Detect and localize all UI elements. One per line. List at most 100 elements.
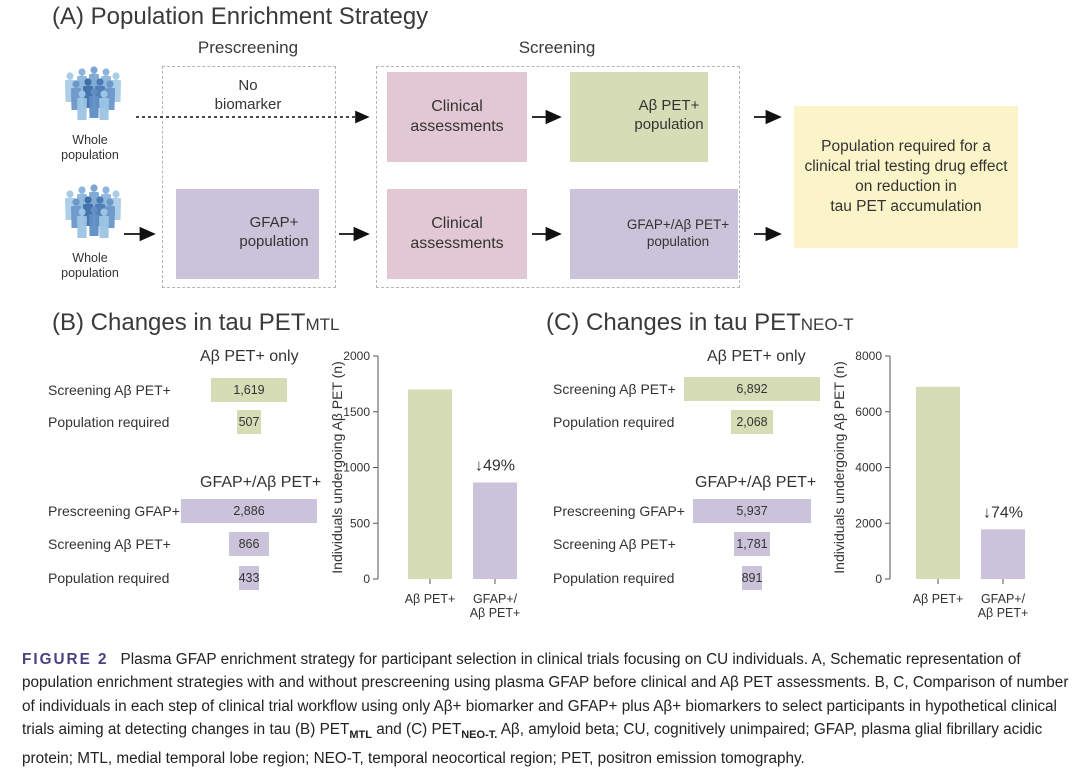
- people-group-icon: [65, 66, 121, 120]
- panel-b-title-main: (B) Changes in tau PET: [52, 309, 306, 336]
- clinical-assessments-label: Clinical assessments: [410, 98, 504, 135]
- x-tick-label: Aβ PET+: [470, 606, 521, 620]
- person-head: [100, 90, 108, 98]
- person-head: [84, 196, 92, 204]
- panel-c-title: (C) Changes in tau PETNEO-T: [546, 309, 854, 337]
- caption-text: Plasma GFAP enrichment strategy for part…: [22, 651, 1069, 738]
- person-body: [99, 97, 109, 120]
- person-body: [89, 95, 99, 118]
- person-head: [106, 80, 114, 88]
- gfap-abeta-header: GFAP+/Aβ PET+: [695, 474, 817, 491]
- reduction-annotation: ↓74%: [983, 504, 1023, 521]
- person-head: [90, 206, 98, 214]
- screening-header: Screening: [518, 38, 596, 57]
- y-tick-label: 0: [875, 572, 882, 586]
- caption-text: and (C) PET: [371, 720, 462, 738]
- abeta-pet-population-box: Aβ PET+ population: [570, 72, 708, 162]
- funnel-row-label: Population required: [553, 414, 675, 430]
- person-head: [90, 184, 98, 192]
- y-axis-label: Individuals undergoing Aβ PET (n): [330, 361, 345, 573]
- figure-label: FIGURE 2: [22, 651, 109, 668]
- panel-b-title: (B) Changes in tau PETMTL: [52, 309, 339, 337]
- funnel-bar: 866: [228, 532, 270, 556]
- panel-b-title-sub: MTL: [305, 315, 340, 334]
- panel-c-title-sub: NEO-T: [800, 315, 854, 334]
- person-head: [78, 186, 86, 194]
- clinical-assessments-box: Clinical assessments: [387, 189, 527, 279]
- whole-population-label: Whole population: [61, 133, 119, 162]
- person-body: [89, 213, 99, 236]
- person-head: [78, 68, 86, 76]
- person-head: [106, 198, 114, 206]
- person-body: [77, 97, 87, 120]
- caption-text: Aβ, amyloid beta; CU, cognitively unimpa…: [22, 720, 1043, 768]
- person-head: [72, 80, 80, 88]
- y-axis-label: Individuals undergoing Aβ PET (n): [832, 361, 847, 573]
- prescreening-header: Prescreening: [197, 38, 299, 57]
- person-head: [100, 208, 108, 216]
- chart-bar: [916, 386, 960, 579]
- result-label: Population required for a clinical trial…: [804, 138, 1008, 215]
- funnel-bar: 433: [239, 566, 259, 590]
- y-tick-label: 1000: [343, 461, 370, 475]
- funnel-bar: 6,892: [683, 377, 821, 401]
- screening-frame: [376, 66, 740, 288]
- x-tick-label: Aβ PET+: [978, 606, 1029, 620]
- funnel-bar: 5,937: [693, 499, 811, 523]
- y-tick-label: 0: [363, 572, 370, 586]
- funnel-bar: 2,068: [731, 410, 773, 434]
- y-tick-label: 4000: [855, 461, 882, 475]
- person-head: [78, 208, 86, 216]
- person-head: [66, 72, 74, 80]
- abeta-only-header: Aβ PET+ only: [200, 348, 299, 365]
- gfap-population-label: GFAP+ population: [239, 214, 309, 250]
- prescreening-frame: [162, 66, 336, 288]
- people-group-icon: [65, 184, 121, 238]
- person-head: [102, 68, 110, 76]
- chart-bar: [473, 482, 517, 579]
- person-head: [84, 78, 92, 86]
- person-head: [78, 90, 86, 98]
- person-head: [72, 198, 80, 206]
- person-head: [112, 72, 120, 80]
- y-tick-label: 2000: [855, 516, 882, 530]
- whole-population-label: Whole population: [61, 251, 119, 280]
- chart-bar: [981, 529, 1025, 579]
- panel-a-title: (A) Population Enrichment Strategy: [52, 3, 429, 30]
- funnel-bar: 2,886: [181, 499, 317, 523]
- reduction-annotation: ↓49%: [475, 457, 515, 474]
- funnel-bar: 891: [742, 566, 762, 590]
- y-tick-label: 8000: [855, 349, 882, 363]
- funnel-row-label: Population required: [553, 570, 675, 586]
- abeta-only-header: Aβ PET+ only: [707, 348, 806, 365]
- person-head: [102, 186, 110, 194]
- funnel-row-label: Population required: [48, 570, 170, 586]
- funnel-row-label: Population required: [48, 414, 170, 430]
- person-head: [90, 88, 98, 96]
- gfap-population-box: GFAP+ population: [176, 189, 319, 279]
- x-tick-label: Aβ PET+: [913, 592, 964, 606]
- caption-sub-neot: NEO-T.: [461, 728, 498, 741]
- caption-sub-mtl: MTL: [349, 728, 372, 741]
- gfap-abeta-header: GFAP+/Aβ PET+: [200, 474, 322, 491]
- funnel-bar: 1,619: [210, 378, 288, 402]
- gfap-abeta-population-box: GFAP+/Aβ PET+ population: [570, 189, 738, 279]
- person-head: [112, 190, 120, 198]
- y-tick-label: 500: [350, 516, 370, 530]
- y-tick-label: 1500: [343, 405, 370, 419]
- person-body: [99, 215, 109, 238]
- funnel-bar: 1,781: [734, 532, 770, 556]
- person-body: [77, 215, 87, 238]
- clinical-assessments-box: Clinical assessments: [387, 72, 527, 162]
- abeta-pet-population-label: Aβ PET+ population: [634, 97, 704, 133]
- result-box: Population required for a clinical trial…: [794, 106, 1018, 248]
- panel-c-title-main: (C) Changes in tau PET: [546, 309, 801, 336]
- funnel-row-label: Screening Aβ PET+: [48, 536, 171, 552]
- funnel-row-label: Screening Aβ PET+: [553, 536, 676, 552]
- flow-arrows: [124, 109, 782, 242]
- y-tick-label: 2000: [343, 349, 370, 363]
- no-biomarker-label: No biomarker: [214, 77, 282, 113]
